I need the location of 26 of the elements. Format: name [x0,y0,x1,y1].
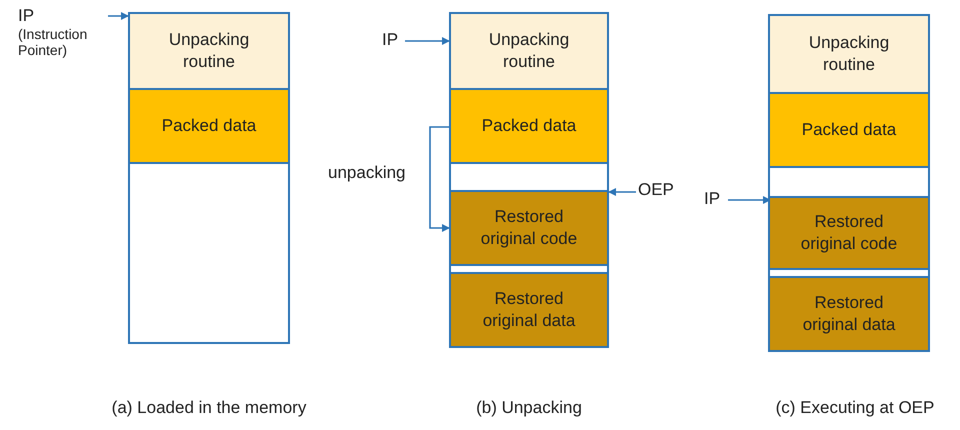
memory-region: Packed data [770,94,928,168]
memory-region: Packed data [451,90,607,164]
memory-region: Unpacking routine [130,14,288,90]
pointer-label: IP [18,6,34,26]
caption: (c) Executing at OEP [776,398,934,417]
pointer-label: OEP [638,180,678,202]
memory-layout-box [128,12,290,344]
memory-region: Restored original data [451,272,607,346]
pointer-label: IP [704,189,726,211]
memory-region: Packed data [130,90,288,164]
arrow [108,12,129,20]
pointer-label: IP [382,30,404,52]
memory-region: Restored original data [770,276,928,350]
arrow [405,37,450,45]
memory-region: Restored original code [451,190,607,266]
pointer-note: (Instruction Pointer) [18,26,88,58]
bracket-arrow [429,126,450,232]
caption: (a) Loaded in the memory [112,398,306,417]
memory-region: Restored original code [770,196,928,270]
memory-layout-box [768,14,930,352]
arrow [608,188,636,196]
memory-region: Unpacking routine [451,14,607,90]
memory-region: Unpacking routine [770,16,928,94]
edge-label: unpacking [328,163,406,183]
caption: (b) Unpacking [476,398,582,417]
memory-layout-box [449,12,609,348]
